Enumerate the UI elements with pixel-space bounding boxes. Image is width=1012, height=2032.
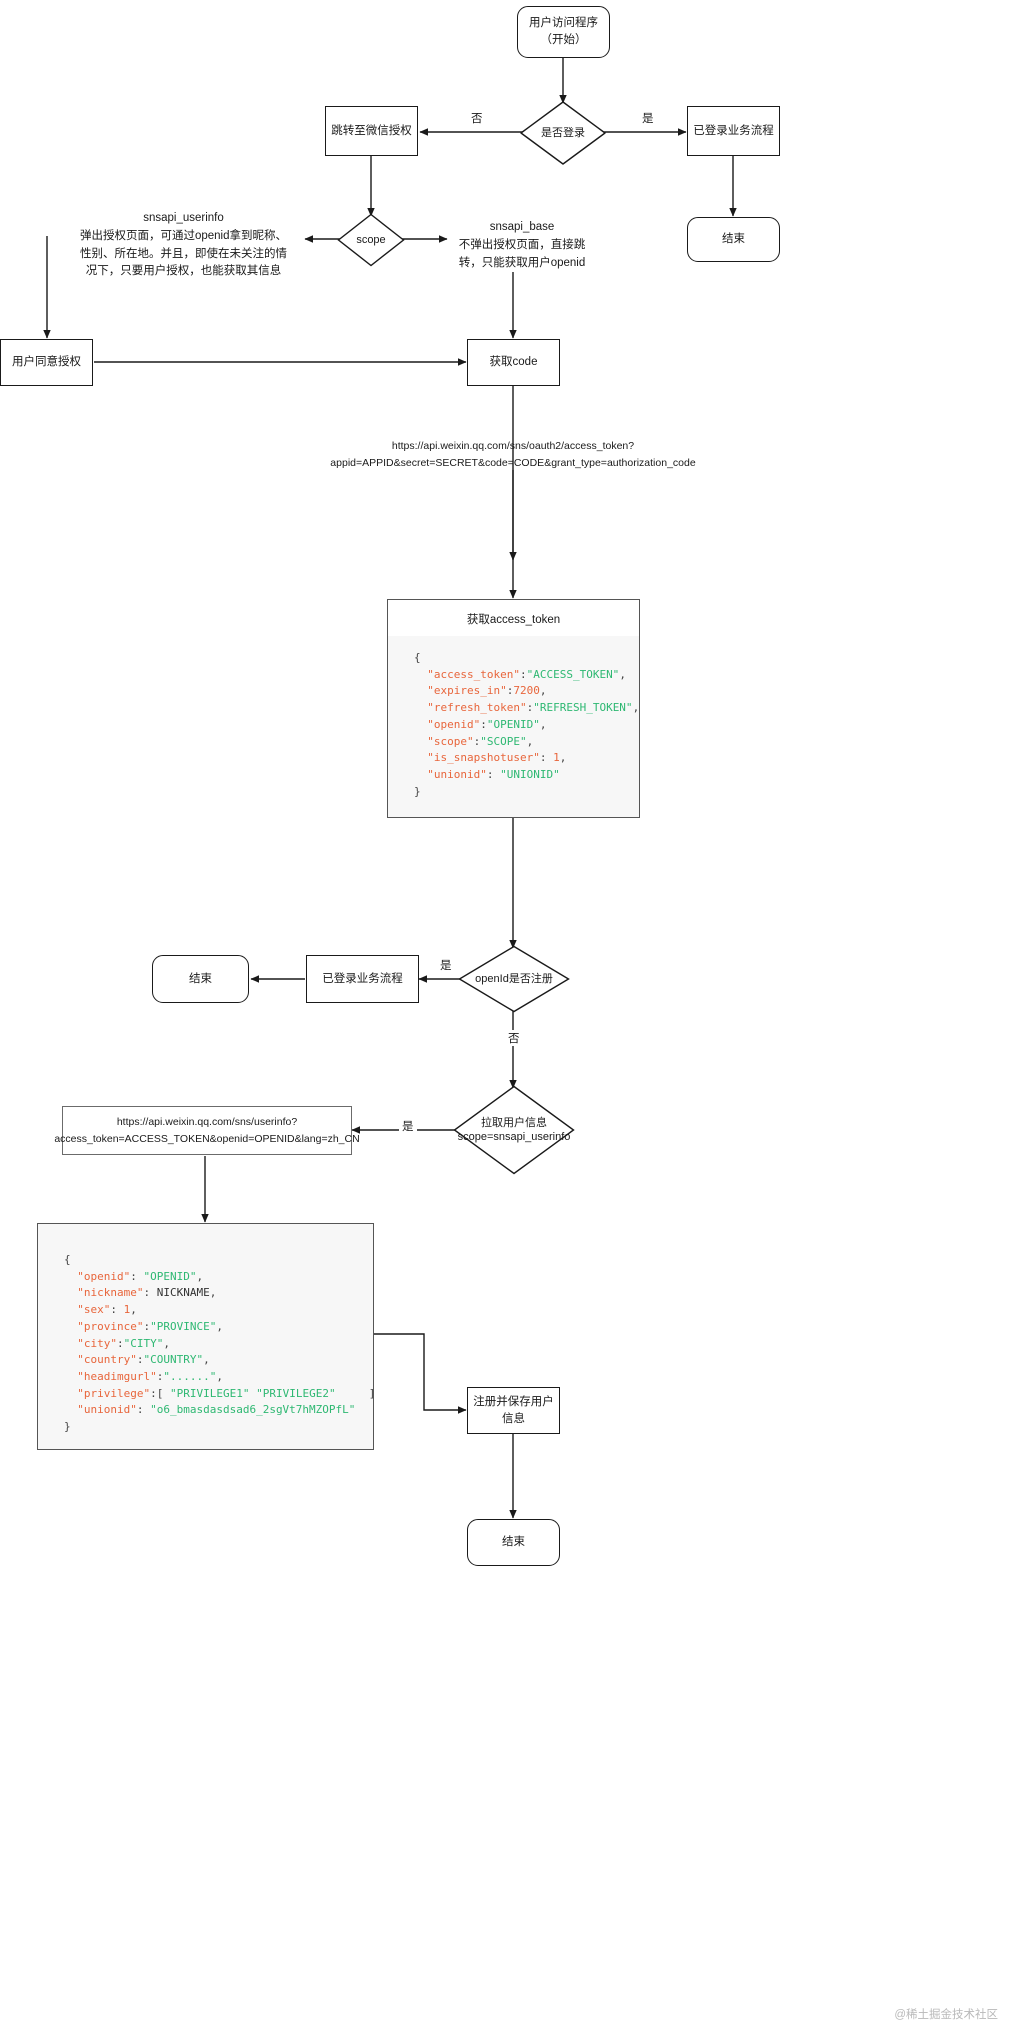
diamond-shape-icon — [453, 1085, 575, 1175]
edge-label-openid-yes: 是 — [437, 957, 455, 973]
diamond-shape-icon — [458, 945, 570, 1013]
node-get-access-token-title: 获取access_token — [466, 614, 561, 626]
code-line: "is_snapshotuser": 1, — [427, 751, 567, 765]
code-line: "openid":"OPENID", — [427, 717, 547, 731]
code-line: "privilege":[ "PRIVILEGE1" "PRIVILEGE2" … — [77, 1386, 373, 1400]
code-line: "sex": 1, — [77, 1303, 137, 1317]
code-line: "city":"CITY", — [77, 1336, 170, 1350]
node-is-login[interactable]: 是否登录 — [519, 100, 607, 166]
node-end-bottom[interactable]: 结束 — [467, 1519, 560, 1566]
diamond-shape-icon — [520, 101, 606, 165]
code-line: "openid": "OPENID", — [77, 1269, 204, 1283]
node-get-access-token[interactable]: 获取access_token { "access_token":"ACCESS_… — [387, 599, 640, 818]
code-line: } — [64, 1420, 71, 1434]
node-user-agree-auth[interactable]: 用户同意授权 — [0, 339, 93, 386]
code-line: { — [64, 1253, 71, 1266]
node-scope[interactable]: scope — [337, 213, 405, 267]
node-scope-label: scope — [356, 233, 386, 246]
node-openid-registered-label: openId是否注册 — [475, 972, 553, 985]
code-line: "headimgurl":"......", — [77, 1370, 223, 1384]
annotation-snsapi-base: snsapi_base 不弹出授权页面，直接跳 转，只能获取用户openid — [458, 221, 586, 269]
node-userinfo-url[interactable]: https://api.weixin.qq.com/sns/userinfo? … — [54, 1106, 360, 1155]
code-line: "expires_in":7200, — [427, 684, 547, 698]
code-line: "scope":"SCOPE", — [427, 734, 534, 748]
node-start[interactable]: 用户访问程序（开始） — [517, 6, 610, 58]
node-end-top[interactable]: 结束 — [687, 217, 780, 262]
diamond-shape-icon — [337, 213, 405, 267]
node-get-code[interactable]: 获取code — [467, 339, 560, 386]
code-line: "country":"COUNTRY", — [77, 1353, 210, 1367]
node-pull-userinfo-label: 拉取用户信息 scope=snsapi_userinfo — [457, 1116, 571, 1143]
annotation-access-token-url: https://api.weixin.qq.com/sns/oauth2/acc… — [330, 440, 696, 469]
code-line: "access_token":"ACCESS_TOKEN", — [427, 667, 626, 681]
code-line: "refresh_token":"REFRESH_TOKEN", — [427, 701, 639, 715]
node-end-mid[interactable]: 结束 — [152, 955, 249, 1003]
code-line: "province":"PROVINCE", — [77, 1319, 223, 1333]
node-logged-flow-mid[interactable]: 已登录业务流程 — [306, 955, 419, 1003]
node-register-save-user[interactable]: 注册并保存用户信息 — [467, 1387, 560, 1434]
code-line: "nickname": NICKNAME, — [77, 1286, 217, 1300]
node-userinfo-response[interactable]: { "openid": "OPENID", "nickname": NICKNA… — [37, 1223, 374, 1450]
watermark-label: @稀土掘金技术社区 — [894, 2009, 998, 2021]
edge-label-login-no: 否 — [468, 110, 486, 126]
edge-label-login-yes: 是 — [639, 110, 657, 126]
code-line: "unionid": "o6_bmasdasdsad6_2sgVt7hMZOPf… — [77, 1403, 356, 1417]
code-line: } — [414, 784, 421, 798]
code-block-userinfo-response: { "openid": "OPENID", "nickname": NICKNA… — [38, 1224, 373, 1449]
node-pull-userinfo[interactable]: 拉取用户信息 scope=snsapi_userinfo — [453, 1085, 575, 1175]
annotation-snsapi-userinfo: snsapi_userinfo 弹出授权页面，可通过openid拿到昵称、 性别… — [79, 212, 288, 278]
node-is-login-label: 是否登录 — [541, 126, 585, 139]
node-openid-registered[interactable]: openId是否注册 — [458, 945, 570, 1013]
node-jump-wechat-auth[interactable]: 跳转至微信授权 — [325, 106, 418, 156]
node-logged-flow-top[interactable]: 已登录业务流程 — [687, 106, 780, 156]
code-line: { — [414, 651, 421, 664]
edge-label-openid-no: 否 — [505, 1030, 523, 1046]
code-line: "unionid": "UNIONID" — [427, 768, 560, 782]
code-block-access-token-response: { "access_token":"ACCESS_TOKEN", "expire… — [388, 636, 639, 817]
edge-label-pull-yes: 是 — [399, 1118, 417, 1134]
